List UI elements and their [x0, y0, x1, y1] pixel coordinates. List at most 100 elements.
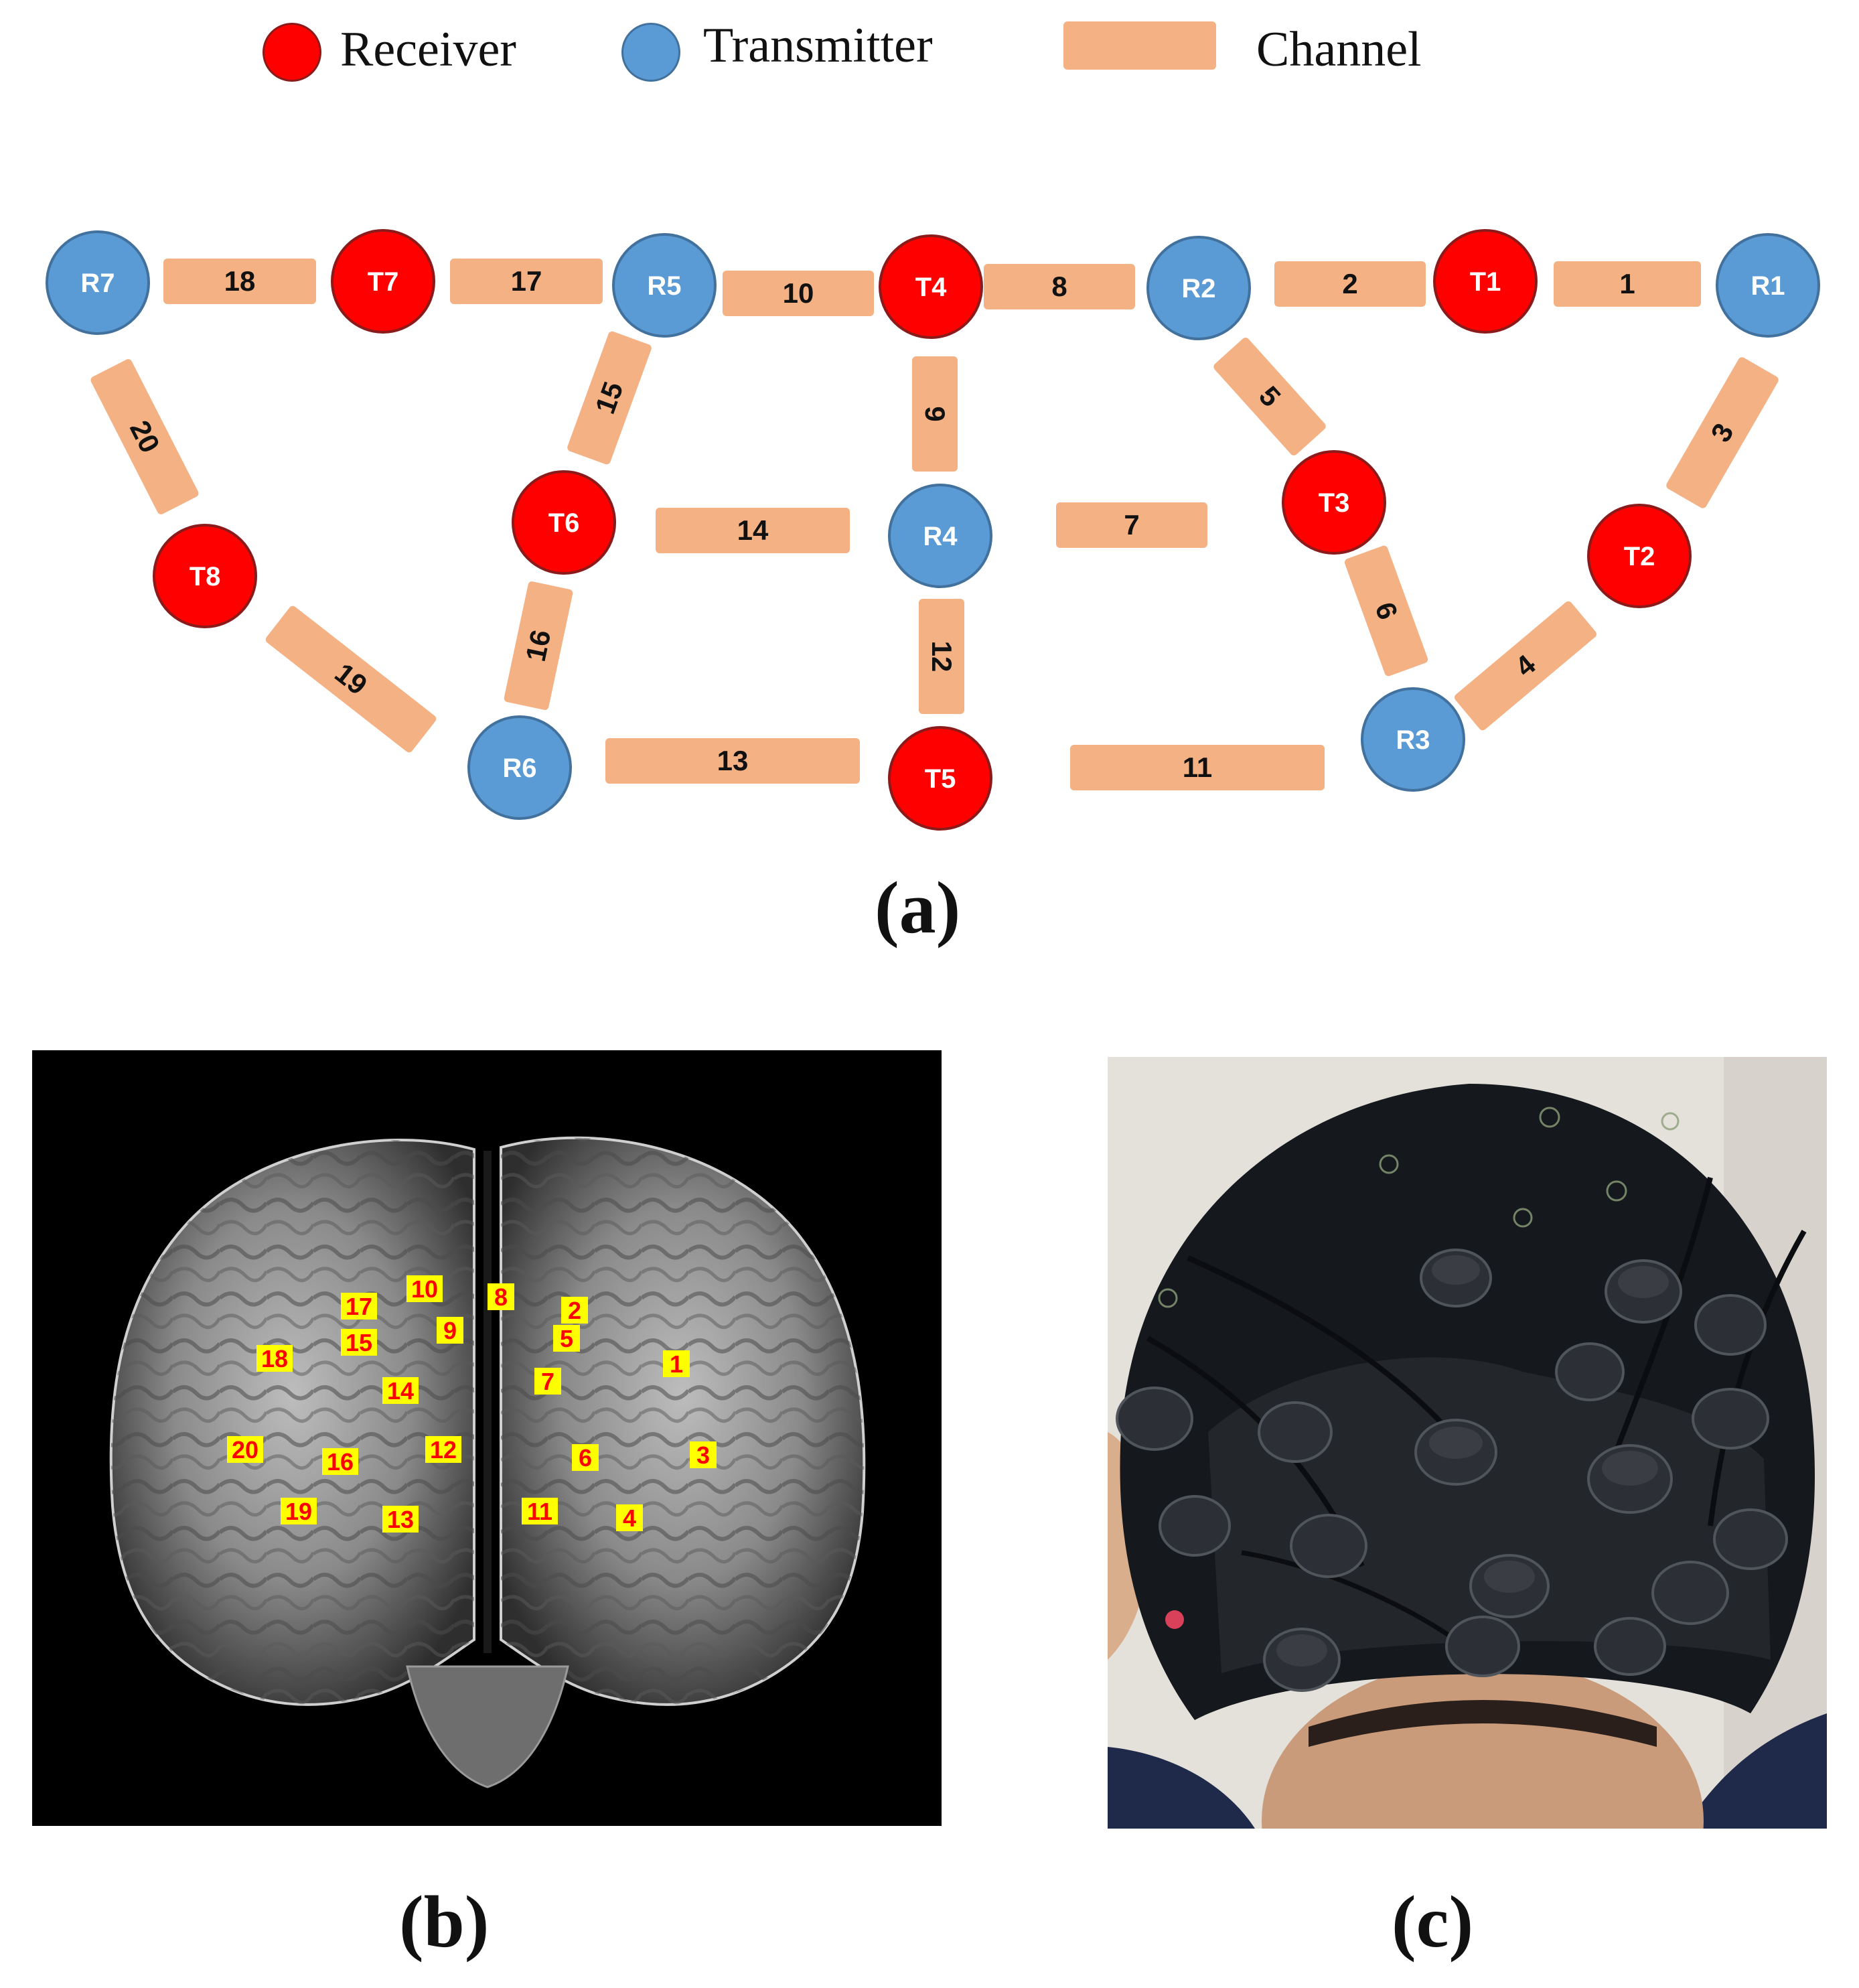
- channel-bar: [1344, 545, 1428, 677]
- node-label: T7: [368, 267, 399, 297]
- transmitter-legend-label: Transmitter: [703, 18, 933, 73]
- brain-marker-2: 2: [561, 1297, 588, 1324]
- brain-marker-7: 7: [534, 1368, 561, 1395]
- marker-box: [488, 1283, 514, 1310]
- node-label: T2: [1624, 542, 1655, 571]
- channel-label: 1: [1619, 268, 1635, 299]
- transmitter-node-circle: [467, 715, 572, 820]
- marker-box: [281, 1498, 317, 1524]
- marker-box: [690, 1441, 717, 1468]
- channel-legend-label: Channel: [1256, 22, 1422, 77]
- channel-label: 14: [737, 514, 769, 546]
- receiver-node-circle: [153, 524, 257, 628]
- channel-5: 5: [1213, 338, 1326, 455]
- channel-bar: [723, 271, 874, 316]
- channel-bar: [1666, 357, 1779, 508]
- channel-4: 4: [1455, 601, 1596, 731]
- node-label: R7: [80, 269, 115, 298]
- marker-box: [322, 1448, 358, 1475]
- marker-label: 7: [541, 1368, 554, 1395]
- marker-label: 13: [387, 1506, 414, 1533]
- node-t3: T3: [1282, 450, 1386, 555]
- channel-1: 1: [1554, 261, 1701, 307]
- channel-label: 7: [1124, 509, 1139, 541]
- channel-label: 9: [919, 406, 951, 421]
- channel-16: 16: [504, 581, 573, 710]
- channel-7: 7: [1056, 502, 1207, 548]
- marker-box: [522, 1498, 558, 1524]
- brain-marker-3: 3: [690, 1441, 717, 1469]
- channel-20: 20: [90, 359, 199, 514]
- marker-label: 16: [327, 1448, 354, 1476]
- marker-box: [341, 1293, 377, 1320]
- channel-15: 15: [567, 331, 652, 465]
- brain-marker-4: 4: [616, 1504, 643, 1532]
- channel-bar: [1070, 745, 1325, 790]
- receiver-node-circle: [879, 234, 983, 339]
- marker-label: 4: [623, 1504, 636, 1532]
- channel-19: 19: [265, 606, 437, 753]
- transmitter-node-circle: [1361, 687, 1465, 792]
- channel-label: 18: [224, 265, 256, 297]
- transmitter-node-circle: [888, 484, 992, 588]
- channel-bar: [567, 331, 652, 465]
- receiver-node-circle: [1587, 504, 1692, 608]
- node-t7: T7: [331, 229, 435, 334]
- channel-bar: [163, 259, 316, 304]
- brain-marker-9: 9: [437, 1317, 463, 1344]
- channel-bar: [912, 356, 958, 472]
- node-label: T1: [1470, 267, 1501, 297]
- panel-a-label: (a): [875, 867, 961, 948]
- receiver-node-circle: [331, 229, 435, 334]
- channel-9: 9: [912, 356, 958, 472]
- brainstem: [406, 1665, 569, 1788]
- marker-label: 11: [527, 1498, 552, 1525]
- node-t8: T8: [153, 524, 257, 628]
- receiver-legend-swatch: [263, 23, 321, 82]
- channel-bar: [656, 508, 850, 553]
- node-label: R2: [1181, 274, 1215, 303]
- channel-6: 6: [1344, 545, 1428, 677]
- marker-box: [406, 1275, 443, 1302]
- channel-14: 14: [656, 508, 850, 553]
- channel-bar: [605, 738, 860, 784]
- channel-13: 13: [605, 738, 860, 784]
- channel-label: 12: [926, 641, 958, 672]
- channel-10: 10: [723, 271, 874, 316]
- node-t6: T6: [512, 470, 616, 575]
- channel-11: 11: [1070, 745, 1325, 790]
- brain-marker-14: 14: [382, 1377, 419, 1405]
- channel-label: 17: [511, 265, 542, 297]
- node-t5: T5: [888, 726, 992, 831]
- transmitter-node-circle: [1716, 233, 1820, 338]
- node-label: R3: [1396, 725, 1430, 755]
- node-r2: R2: [1146, 236, 1251, 340]
- marker-label: 2: [568, 1297, 581, 1324]
- marker-box: [425, 1436, 461, 1463]
- marker-box: [437, 1317, 463, 1344]
- brain-marker-1: 1: [663, 1350, 690, 1378]
- node-r7: R7: [46, 230, 150, 335]
- marker-box: [561, 1297, 588, 1324]
- brain-marker-17: 17: [341, 1293, 377, 1320]
- fnirs-cap-photo: [1108, 1057, 1827, 1829]
- node-label: T5: [925, 764, 956, 794]
- receiver-node-circle: [888, 726, 992, 831]
- marker-box: [382, 1506, 419, 1533]
- marker-label: 8: [494, 1283, 508, 1311]
- channel-bar: [450, 259, 603, 304]
- brain-marker-16: 16: [322, 1448, 358, 1476]
- marker-label: 14: [387, 1377, 414, 1405]
- legend: Receiver Transmitter Channel: [0, 0, 1859, 107]
- red-indicator-light: [1165, 1610, 1184, 1629]
- panel-c-label: (c): [1392, 1881, 1474, 1963]
- node-r3: R3: [1361, 687, 1465, 792]
- channel-bar: [1455, 601, 1596, 731]
- brain-marker-11: 11: [522, 1498, 558, 1525]
- receiver-legend-label: Receiver: [340, 22, 516, 77]
- node-r1: R1: [1716, 233, 1820, 338]
- marker-box: [534, 1368, 561, 1395]
- transmitter-legend-swatch: [621, 23, 680, 82]
